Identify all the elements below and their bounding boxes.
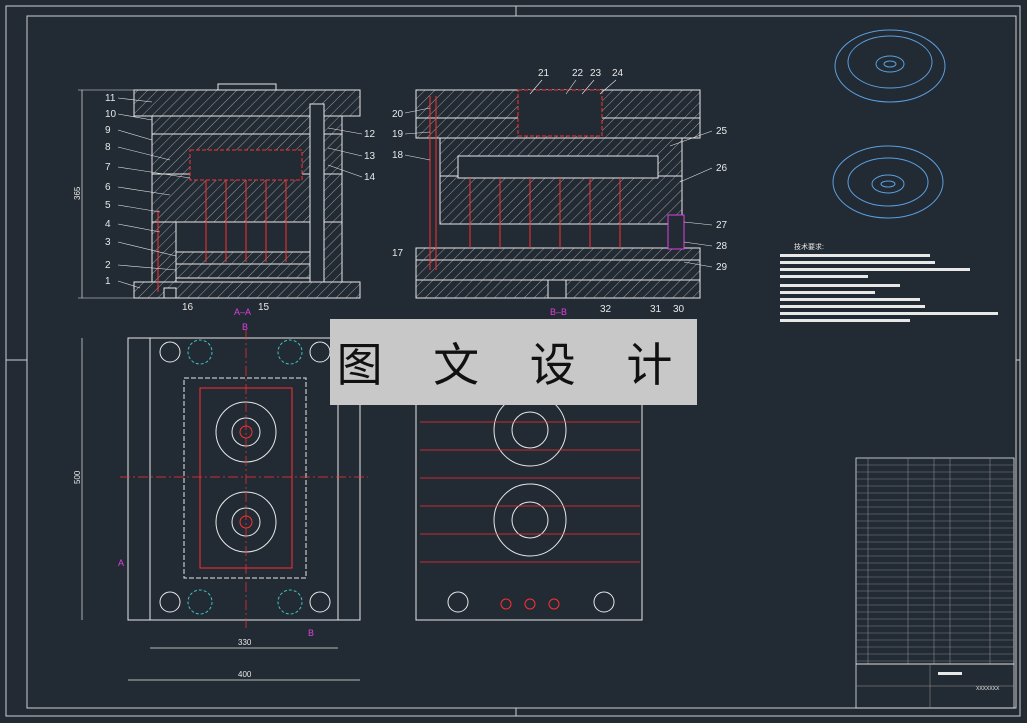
svg-text:27: 27 xyxy=(716,220,728,231)
title-block: XXXXXXX xyxy=(855,663,1015,709)
svg-text:18: 18 xyxy=(392,150,404,161)
svg-text:32: 32 xyxy=(600,304,612,315)
plan-view-right xyxy=(415,393,643,621)
svg-text:3: 3 xyxy=(105,237,111,248)
svg-text:24: 24 xyxy=(612,68,624,79)
svg-text:15: 15 xyxy=(258,302,270,313)
svg-text:23: 23 xyxy=(590,68,602,79)
drawing-number: XXXXXXX xyxy=(976,686,1000,692)
part-view-bottom xyxy=(832,145,944,219)
svg-text:6: 6 xyxy=(105,182,111,193)
svg-text:20: 20 xyxy=(392,109,404,120)
svg-text:16: 16 xyxy=(182,302,194,313)
outer-border xyxy=(5,5,1021,717)
dim-width-inner: 330 xyxy=(238,638,252,647)
watermark-banner: 图 文 设 计 xyxy=(330,319,697,405)
svg-text:4: 4 xyxy=(105,219,111,230)
dim-width-outer: 400 xyxy=(238,670,252,679)
part-view-top xyxy=(834,29,946,103)
svg-text:25: 25 xyxy=(716,126,728,137)
svg-text:10: 10 xyxy=(105,109,117,120)
technical-requirements: 技术要求: xyxy=(780,242,998,322)
plan-view-left: 500 330 400 B B A xyxy=(73,322,368,681)
section-mark-b-top: B xyxy=(242,322,248,332)
section-label-a-a: A–A xyxy=(234,307,251,317)
parts-list xyxy=(855,457,1015,665)
section-view-a-a: 3 6 5 xyxy=(73,83,361,299)
svg-text:28: 28 xyxy=(716,241,728,252)
svg-text:26: 26 xyxy=(716,163,728,174)
section-mark-b-bottom: B xyxy=(308,628,314,638)
svg-text:11: 11 xyxy=(105,93,116,104)
callouts-left: 11 10 9 8 7 6 5 4 3 2 1 12 13 14 15 16 xyxy=(105,93,376,313)
svg-text:30: 30 xyxy=(673,304,685,315)
svg-text:8: 8 xyxy=(105,142,111,153)
dim-height-left: 365 xyxy=(73,186,82,200)
svg-text:22: 22 xyxy=(572,68,584,79)
svg-text:9: 9 xyxy=(105,125,111,136)
watermark-text: 图 文 设 计 xyxy=(336,338,691,392)
svg-text:14: 14 xyxy=(364,172,376,183)
svg-text:19: 19 xyxy=(392,129,404,140)
dim-height-plan: 500 xyxy=(73,470,82,484)
inner-border xyxy=(26,15,1017,709)
svg-text:31: 31 xyxy=(650,304,662,315)
section-mark-a-left: A xyxy=(118,558,124,568)
svg-text:1: 1 xyxy=(105,276,111,287)
svg-text:5: 5 xyxy=(105,200,111,211)
svg-text:2: 2 xyxy=(105,260,111,271)
svg-text:29: 29 xyxy=(716,262,728,273)
section-label-b-b: B–B xyxy=(550,307,567,317)
tech-requirements-title: 技术要求: xyxy=(794,242,824,251)
svg-text:7: 7 xyxy=(105,162,111,173)
svg-text:17: 17 xyxy=(392,248,404,259)
svg-text:13: 13 xyxy=(364,151,376,162)
svg-text:21: 21 xyxy=(538,68,550,79)
svg-text:12: 12 xyxy=(364,129,376,140)
callouts-right: 20 19 18 17 21 22 23 24 25 26 27 28 29 3… xyxy=(392,68,728,315)
section-view-b-b xyxy=(415,89,701,299)
